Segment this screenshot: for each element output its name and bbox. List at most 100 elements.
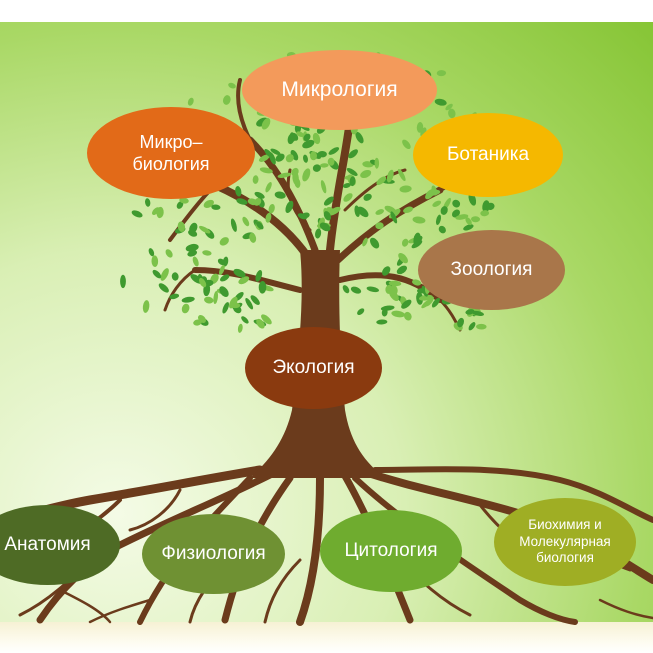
leaf bbox=[188, 229, 198, 237]
leaf bbox=[451, 209, 461, 218]
leaf bbox=[204, 296, 214, 304]
leaf bbox=[376, 176, 387, 186]
leaf bbox=[390, 211, 398, 224]
leaf bbox=[230, 218, 237, 232]
bubble-label: Микрология bbox=[281, 77, 398, 101]
leaf bbox=[448, 108, 456, 119]
leaf bbox=[412, 279, 422, 286]
tree-root bbox=[88, 598, 152, 624]
leaf bbox=[350, 286, 362, 294]
leaf bbox=[285, 154, 294, 163]
leaf bbox=[303, 154, 308, 163]
leaf bbox=[397, 168, 406, 182]
leaf bbox=[312, 164, 321, 172]
leaf bbox=[256, 318, 265, 329]
leaf bbox=[219, 237, 229, 246]
leaf bbox=[310, 151, 317, 161]
bubble-label: Экология bbox=[272, 357, 355, 379]
leaf bbox=[399, 185, 412, 193]
leaf bbox=[250, 295, 260, 305]
leaf bbox=[401, 299, 412, 309]
leaf bbox=[471, 310, 485, 316]
leaf bbox=[328, 147, 340, 155]
leaf bbox=[370, 237, 380, 249]
leaf bbox=[391, 310, 405, 318]
leaf bbox=[388, 289, 399, 302]
leaf bbox=[486, 202, 495, 211]
leaf bbox=[471, 216, 480, 223]
leaf bbox=[199, 225, 211, 234]
leaf bbox=[468, 322, 476, 331]
leaf bbox=[179, 197, 189, 204]
leaf bbox=[465, 217, 472, 226]
tree-branch bbox=[343, 168, 407, 212]
leaf bbox=[375, 222, 384, 230]
leaf bbox=[380, 305, 395, 311]
top-strip bbox=[0, 0, 653, 22]
leaf bbox=[432, 200, 442, 207]
bubble-anatomiya: Анатомия bbox=[0, 505, 120, 585]
leaf bbox=[261, 314, 272, 325]
leaf bbox=[228, 82, 236, 89]
leaf bbox=[213, 290, 219, 305]
tree-root bbox=[58, 588, 112, 624]
leaf bbox=[237, 323, 243, 333]
leaf bbox=[376, 319, 388, 325]
leaf bbox=[245, 298, 254, 310]
leaf bbox=[412, 216, 426, 224]
leaf bbox=[323, 211, 332, 221]
leaf bbox=[320, 163, 329, 168]
leaf bbox=[274, 191, 286, 199]
leaf bbox=[151, 255, 159, 267]
leaf bbox=[270, 148, 281, 156]
leaf bbox=[360, 169, 372, 179]
leaf bbox=[131, 210, 143, 218]
leaf bbox=[445, 103, 453, 111]
leaf bbox=[348, 149, 358, 159]
leaf bbox=[259, 167, 273, 174]
leaf bbox=[363, 193, 372, 201]
tree-root bbox=[352, 475, 578, 625]
leaf bbox=[235, 186, 242, 197]
leaf bbox=[438, 225, 446, 234]
leaf bbox=[303, 133, 311, 142]
leaf bbox=[296, 131, 305, 138]
leaf bbox=[160, 268, 169, 281]
bubble-label: Зоология bbox=[450, 259, 533, 281]
leaf bbox=[192, 256, 199, 267]
leaf bbox=[398, 252, 408, 264]
leaf bbox=[320, 180, 327, 194]
tree-root bbox=[263, 558, 302, 624]
leaf bbox=[241, 316, 249, 324]
bubble-label: Микро– биология bbox=[132, 131, 210, 175]
leaf bbox=[222, 95, 231, 105]
leaf bbox=[187, 97, 194, 106]
leaf bbox=[413, 235, 423, 246]
leaf bbox=[268, 152, 276, 165]
leaf bbox=[265, 212, 272, 223]
leaf bbox=[148, 248, 155, 257]
leaf bbox=[357, 206, 369, 218]
leaf bbox=[374, 157, 380, 169]
leaf bbox=[238, 276, 250, 285]
leaf bbox=[463, 224, 474, 231]
leaf bbox=[476, 323, 487, 330]
leaf bbox=[145, 198, 151, 207]
leaf bbox=[198, 277, 207, 288]
leaf bbox=[386, 169, 394, 183]
leaf bbox=[219, 264, 225, 276]
leaf bbox=[465, 309, 475, 315]
leaf bbox=[249, 232, 257, 243]
bubble-label: Биохимия и Молекулярная биология bbox=[519, 516, 611, 566]
leaf bbox=[480, 210, 490, 217]
leaf bbox=[421, 285, 428, 297]
leaf bbox=[362, 237, 368, 247]
leaf bbox=[236, 198, 248, 205]
tree-branch bbox=[163, 268, 197, 312]
leaf bbox=[416, 122, 424, 133]
tree-branch bbox=[326, 116, 354, 254]
leaf bbox=[312, 132, 321, 145]
leaf bbox=[181, 303, 190, 314]
leaf bbox=[255, 270, 263, 282]
